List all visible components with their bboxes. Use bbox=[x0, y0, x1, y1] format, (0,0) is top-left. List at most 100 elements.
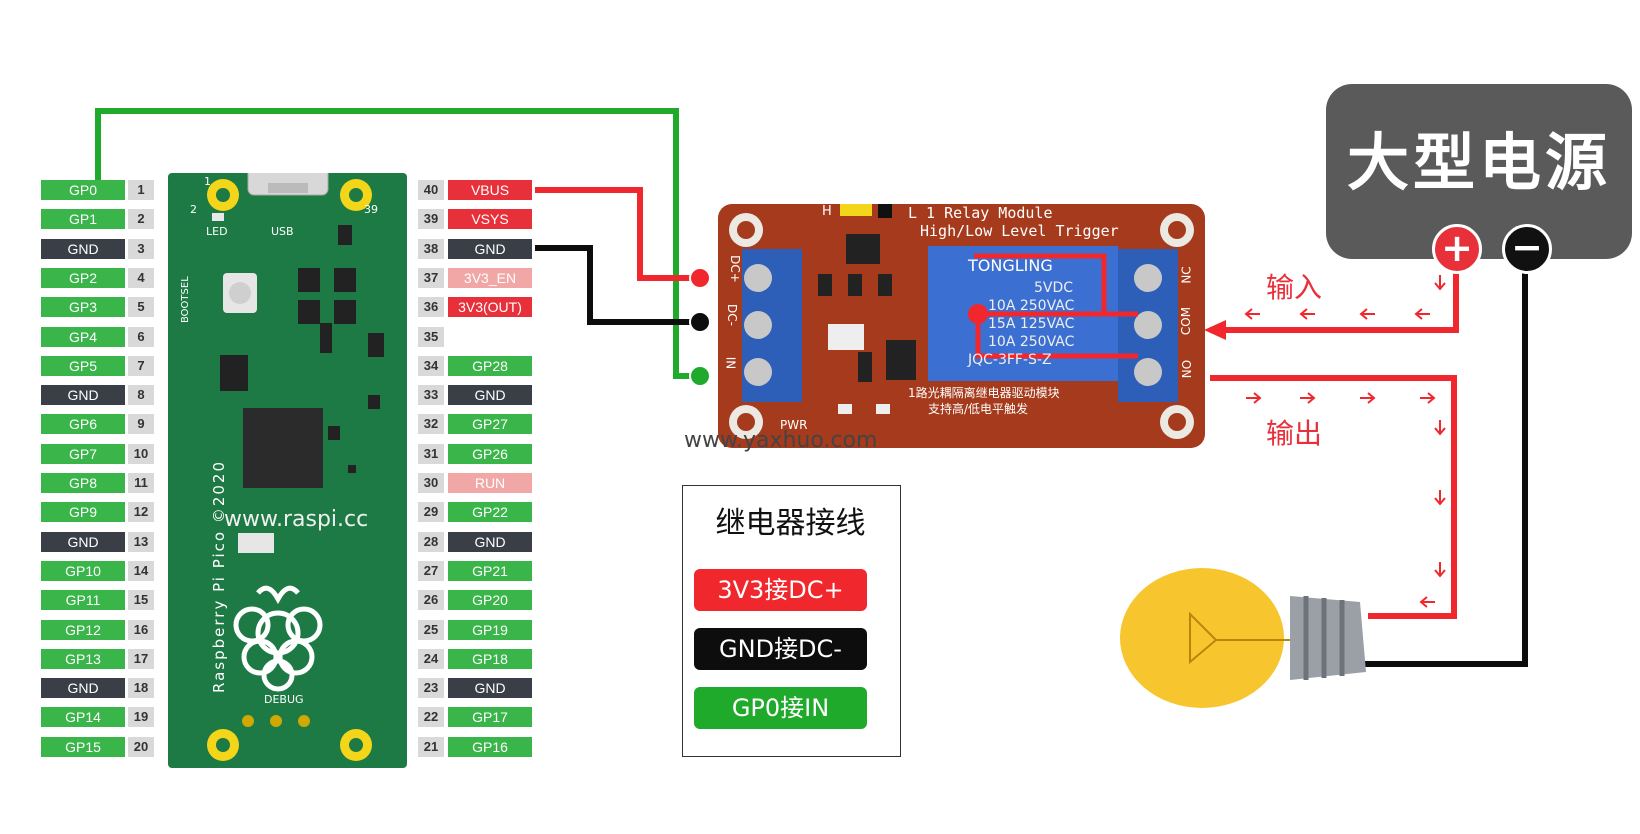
right-pin-label: GP28 bbox=[448, 355, 532, 376]
wire-no-to-bulb bbox=[1210, 375, 1457, 619]
right-pin-label: GP22 bbox=[448, 502, 532, 523]
right-pin-number: 26 bbox=[418, 590, 444, 611]
dcplus-dot bbox=[689, 267, 711, 289]
com-label: COM bbox=[1179, 306, 1194, 336]
pin2-marker: 2 bbox=[190, 203, 197, 216]
left-pin-number: 17 bbox=[128, 648, 154, 669]
right-pin-number: 29 bbox=[418, 502, 444, 523]
right-pin-number: 24 bbox=[418, 648, 444, 669]
left-pin-number: 11 bbox=[128, 473, 154, 493]
left-pin-label: GP10 bbox=[41, 560, 125, 581]
right-pin-label: GP26 bbox=[448, 443, 532, 464]
right-pin-number: 36 bbox=[418, 297, 444, 318]
raspberry-logo-icon bbox=[233, 585, 323, 692]
right-pin-number: 35 bbox=[418, 326, 444, 347]
relay-spec-4: 10A 250VAC bbox=[988, 334, 1075, 350]
left-pin-number: 10 bbox=[128, 443, 154, 464]
wire-psu-minus-to-bulb bbox=[1360, 262, 1528, 667]
led-icon bbox=[212, 213, 224, 221]
pwr-label: PWR bbox=[780, 418, 808, 432]
left-pin-label: GP0 bbox=[41, 180, 125, 200]
right-pin-label: GND bbox=[448, 531, 532, 552]
right-pin-number: 33 bbox=[418, 385, 444, 406]
jumper-label: H bbox=[822, 204, 832, 219]
relay-title-line2: High/Low Level Trigger bbox=[920, 222, 1119, 240]
left-pin-label: GP11 bbox=[41, 590, 125, 611]
right-pin-label: GND bbox=[448, 385, 532, 406]
left-pin-label: GND bbox=[41, 531, 125, 552]
no-label: NO bbox=[1180, 359, 1195, 379]
right-pin-number: 27 bbox=[418, 560, 444, 581]
left-pin-number: 8 bbox=[128, 385, 154, 406]
pin1-marker: 1 bbox=[204, 175, 211, 188]
right-pin-number: 32 bbox=[418, 414, 444, 435]
left-pin-number: 16 bbox=[128, 619, 154, 640]
input-arrows bbox=[1244, 275, 1446, 320]
wire-psu-to-com bbox=[1210, 262, 1459, 333]
left-pin-label: GP8 bbox=[41, 473, 125, 493]
left-pin-label: GP2 bbox=[41, 267, 125, 288]
right-pin-number: 25 bbox=[418, 619, 444, 640]
right-pin-label: GP27 bbox=[448, 414, 532, 435]
dcplus-label: DC+ bbox=[727, 255, 742, 283]
power-supply-title: 大型电源 bbox=[1346, 126, 1611, 199]
right-pin-number: 39 bbox=[418, 209, 444, 230]
left-pin-label: GP9 bbox=[41, 502, 125, 523]
relay-spec-1: 5VDC bbox=[1034, 280, 1074, 296]
left-pin-label: GP15 bbox=[41, 736, 125, 757]
right-pin-number: 23 bbox=[418, 678, 444, 699]
right-pin-label: GND bbox=[448, 678, 532, 699]
left-pin-number: 9 bbox=[128, 414, 154, 435]
wire-gp0-to-in bbox=[95, 108, 700, 379]
relay-model: JQC-3FF-S-Z bbox=[968, 352, 1052, 368]
left-pin-number: 3 bbox=[128, 238, 154, 259]
psu-plus-terminal-icon: + bbox=[1432, 224, 1482, 274]
right-pin-label: VBUS bbox=[448, 180, 532, 200]
legend-item-gnd: GND接DC- bbox=[694, 628, 867, 670]
dcminus-dot bbox=[689, 311, 711, 333]
left-pin-label: GP6 bbox=[41, 414, 125, 435]
left-pin-number: 7 bbox=[128, 355, 154, 376]
left-pin-label: GP4 bbox=[41, 326, 125, 347]
left-pin-label: GND bbox=[41, 238, 125, 259]
relay-cn-line2: 支持高/低电平触发 bbox=[928, 402, 1029, 416]
relay-title-line1: L 1 Relay Module bbox=[908, 204, 1053, 222]
right-pin-number: 30 bbox=[418, 473, 444, 493]
right-pin-number: 28 bbox=[418, 531, 444, 552]
yaxhuo-watermark: www.yaxhuo.com bbox=[684, 428, 878, 453]
wire-gnd-to-dcminus bbox=[535, 245, 700, 325]
right-pin-label: GP16 bbox=[448, 736, 532, 757]
wire-vbus-to-dcplus bbox=[535, 187, 700, 281]
right-pin-label: GND bbox=[448, 238, 532, 259]
psu-minus-terminal-icon: − bbox=[1502, 224, 1552, 274]
left-pin-number: 20 bbox=[128, 736, 154, 757]
relay-module: L 1 Relay Module High/Low Level Trigger … bbox=[718, 204, 1205, 448]
left-pin-number: 14 bbox=[128, 560, 154, 581]
light-bulb-icon bbox=[1120, 568, 1366, 708]
relay-brand: TONGLING bbox=[968, 256, 1053, 275]
right-pin-number: 21 bbox=[418, 736, 444, 757]
output-arrows bbox=[1246, 392, 1446, 608]
power-supply bbox=[1326, 84, 1632, 259]
jumper-icon bbox=[840, 204, 872, 216]
relay-cn-line1: 1路光耦隔离继电器驱动模块 bbox=[908, 386, 1060, 400]
left-pin-number: 1 bbox=[128, 180, 154, 200]
left-pin-number: 19 bbox=[128, 707, 154, 728]
left-pin-label: GP5 bbox=[41, 355, 125, 376]
right-pin-number: 38 bbox=[418, 238, 444, 259]
in-dot bbox=[689, 365, 711, 387]
left-pin-number: 13 bbox=[128, 531, 154, 552]
right-pin-label: GP20 bbox=[448, 590, 532, 611]
pin39-marker: 39 bbox=[364, 203, 378, 216]
left-pin-label: GP7 bbox=[41, 443, 125, 464]
nc-label: NC bbox=[1179, 266, 1194, 284]
legend-title: 继电器接线 bbox=[715, 506, 866, 541]
left-pin-number: 6 bbox=[128, 326, 154, 347]
right-pin-label: RUN bbox=[448, 473, 532, 493]
pico-board: 1 2 39 LED USB BOOTSEL DEBUG Raspberry P… bbox=[168, 173, 407, 768]
left-pin-label: GP14 bbox=[41, 707, 125, 728]
right-pin-number: 40 bbox=[418, 180, 444, 200]
rp2040-chip-icon bbox=[243, 408, 323, 488]
left-pin-label: GP3 bbox=[41, 297, 125, 318]
left-pin-label: GND bbox=[41, 678, 125, 699]
